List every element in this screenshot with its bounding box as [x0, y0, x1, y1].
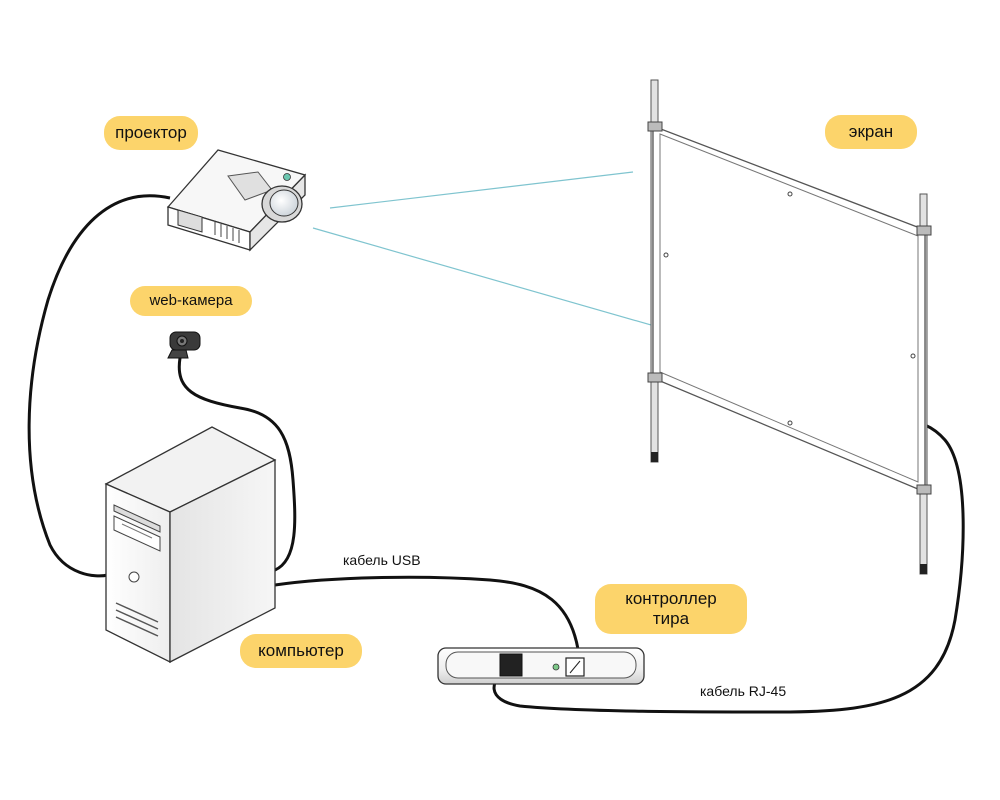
label-controller-line1: контроллер [625, 589, 717, 608]
cable-rj45 [492, 423, 965, 714]
label-controller: контроллер тира [595, 584, 747, 634]
label-cable-usb: кабель USB [343, 552, 421, 568]
label-cable-rj45: кабель RJ-45 [700, 683, 787, 699]
computer-tower [104, 426, 277, 664]
projector-device [166, 149, 307, 252]
label-screen: экран [825, 115, 917, 149]
label-projector: проектор [104, 116, 198, 150]
shooting-controller-device [437, 647, 645, 685]
label-controller-line2: тира [652, 609, 690, 628]
cable-projector-computer [27, 194, 171, 578]
cable-usb [274, 575, 582, 666]
cable-webcam-computer [177, 357, 297, 572]
label-webcam: web-камера [130, 286, 252, 316]
projection-ray-upper [329, 171, 634, 209]
projection-screen [647, 79, 932, 575]
webcam-device [167, 331, 201, 359]
label-computer: компьютер [240, 634, 362, 668]
